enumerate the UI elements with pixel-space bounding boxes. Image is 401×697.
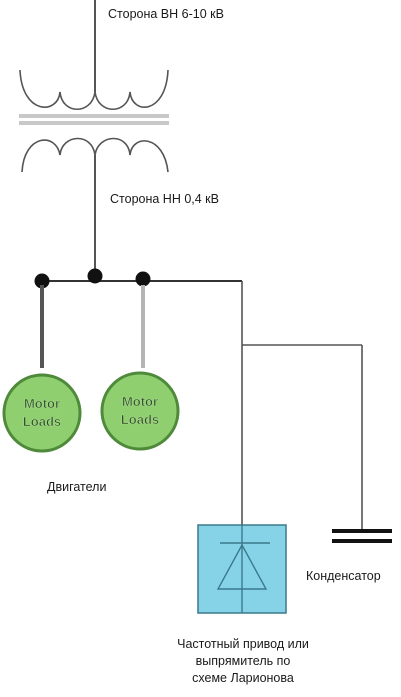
frequency-drive-block bbox=[197, 524, 287, 614]
motor-1-label-line1: Motor bbox=[24, 396, 60, 411]
capacitor-label: Конденсатор bbox=[306, 569, 381, 583]
transformer-primary-winding bbox=[19, 69, 169, 110]
drive-label-line1: Частотный привод или bbox=[177, 637, 309, 651]
hv-side-label: Сторона ВН 6-10 кВ bbox=[108, 7, 224, 21]
drive-label-line2: выпрямитель по bbox=[196, 654, 291, 668]
drive-label-line3: схеме Ларионова bbox=[192, 671, 294, 685]
motor-2: Motor Loads bbox=[100, 371, 180, 451]
capacitor-symbol bbox=[332, 529, 392, 543]
bus-node-right bbox=[135, 271, 151, 287]
motors-caption: Двигатели bbox=[47, 480, 106, 494]
motor-1: Motor Loads bbox=[2, 373, 82, 453]
bus-node-center bbox=[87, 268, 103, 284]
motor-1-label-line2: Loads bbox=[23, 414, 61, 429]
transformer-core bbox=[19, 114, 169, 125]
lv-side-label: Сторона НН 0,4 кВ bbox=[110, 192, 219, 206]
motor-2-label-line2: Loads bbox=[121, 412, 159, 427]
motor-2-label-line1: Motor bbox=[122, 394, 158, 409]
bus-node-left bbox=[34, 273, 50, 289]
